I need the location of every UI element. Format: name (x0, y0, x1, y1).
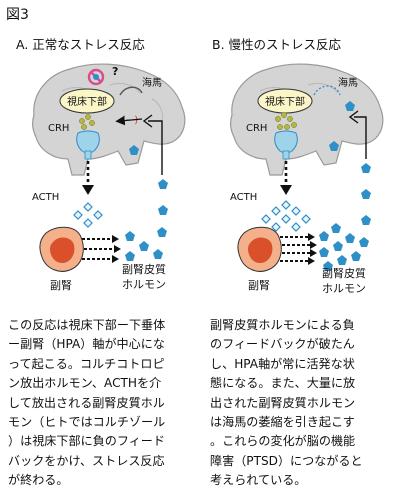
hippocampus-shape (119, 86, 143, 96)
cortical-hormone-label: 副腎皮質 ホルモン (322, 266, 370, 295)
adrenal-label: 副腎 (248, 279, 270, 292)
crh-dots (79, 114, 95, 130)
panel-b-diagram: 視床下部 海馬 CRH ACTH 副腎 (230, 63, 384, 295)
brain-silhouette (230, 63, 384, 176)
figure-label: 図3 (6, 7, 29, 23)
adrenal-label: 副腎 (50, 279, 72, 292)
release-arrows (82, 238, 114, 260)
acth-label: ACTH (230, 192, 257, 203)
pituitary (76, 130, 100, 154)
crh-label: CRH (246, 123, 267, 134)
question-mark: ? (112, 65, 118, 78)
panel-a-diagram: 視床下部 ? 海馬 (−) CRH ACTH 副腎 (32, 63, 186, 292)
hippocampus-label: 海馬 (142, 76, 162, 89)
acth-diamonds (73, 202, 103, 228)
hippocampus-label: 海馬 (338, 76, 358, 89)
pituitary (274, 130, 298, 154)
hypothalamus (59, 88, 115, 114)
hypothalamus-label: 視床下部 (265, 95, 305, 108)
cortical-hormone-pentagons (125, 145, 168, 261)
acth-label: ACTH (32, 192, 59, 203)
adrenal-gland (39, 226, 84, 272)
hypothalamus-label: 視床下部 (67, 95, 107, 108)
cortical-hormone-label: 副腎皮質 ホルモン (122, 262, 170, 291)
cortical-hormone-pentagons (319, 101, 371, 271)
blocked-sign-icon (87, 68, 105, 86)
adrenal-gland (237, 226, 282, 272)
panel-b-description: 副腎皮質ホルモンによる負 のフィードバックが破たん し、HPA軸が常に活発な状 … (210, 318, 363, 488)
hippocampus-atrophy (313, 85, 341, 96)
panel-b-title: B. 慢性のストレス反応 (212, 37, 342, 52)
panel-a-description: この反応は視床下部ー下垂体 ー副腎（HPA）軸が中心にな って起こる。コルチコト… (8, 318, 166, 488)
crh-label: CRH (48, 123, 69, 134)
acth-diamonds (261, 200, 311, 232)
crh-dots (275, 112, 297, 130)
panel-a-title: A. 正常なストレス反応 (16, 37, 145, 52)
release-arrows (280, 236, 310, 262)
